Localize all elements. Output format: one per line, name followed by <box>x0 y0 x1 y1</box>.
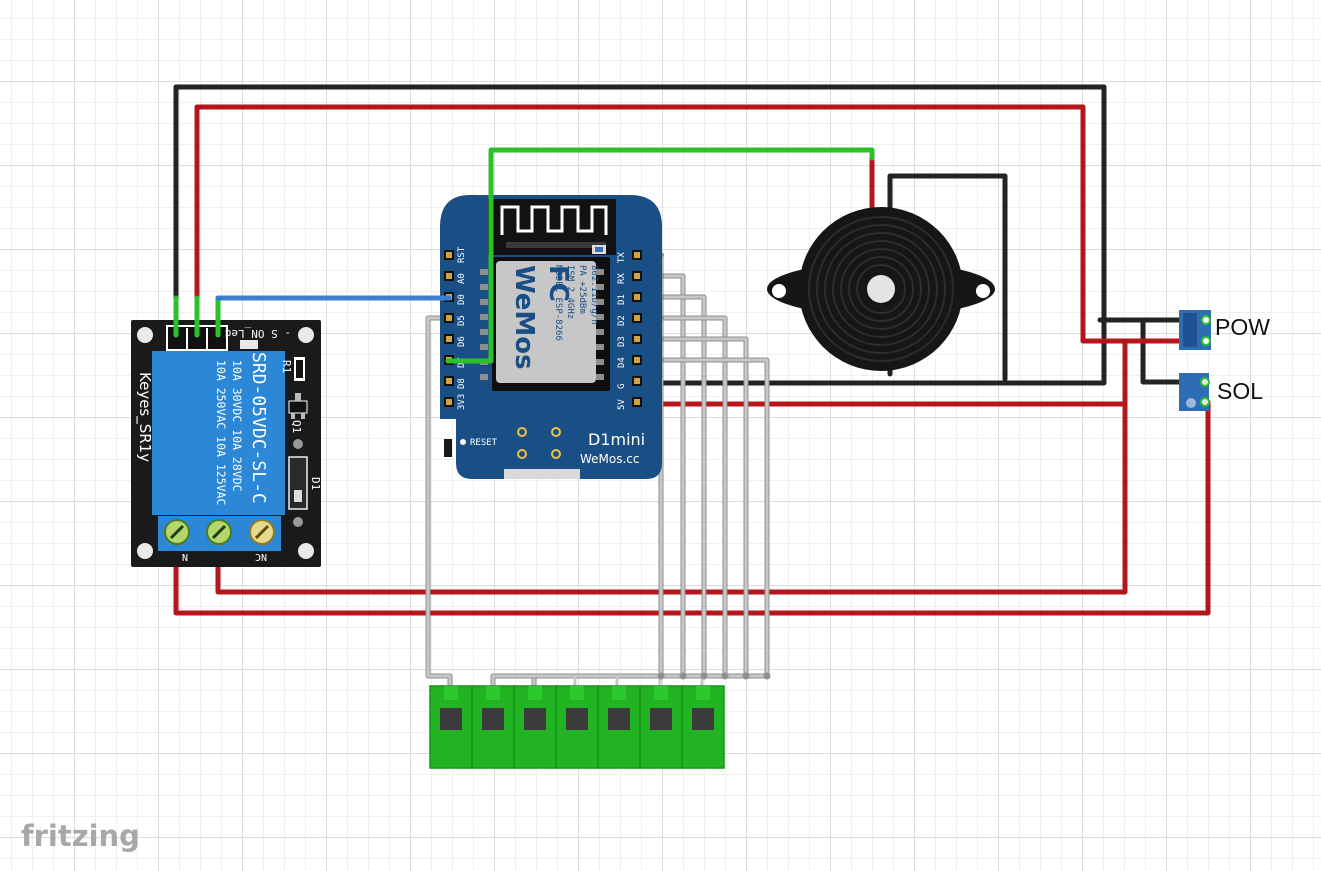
terminal-screw[interactable] <box>524 708 546 730</box>
r1-label: R1 <box>280 360 293 373</box>
pin-label: D5 <box>457 315 467 326</box>
wemos-d1-mini[interactable]: WeMos FC MODEL ESP-8266 ISM 2.4GHz PA +2… <box>440 195 662 479</box>
d1-diode <box>288 456 308 510</box>
pin-label: 5V <box>617 399 627 410</box>
relay-model: SRD-05VDC-SL-C <box>248 352 269 504</box>
pin-label: D4 <box>617 357 627 368</box>
terminal-nc-label: NC <box>255 551 267 562</box>
fritzing-logo: fritzing <box>21 819 140 853</box>
pin-g[interactable]: G <box>617 376 642 389</box>
red-wire-relay-com[interactable] <box>215 338 1128 595</box>
pin-a0[interactable]: A0 <box>444 271 467 284</box>
buzzer[interactable] <box>767 207 995 371</box>
antenna-trace <box>500 205 608 235</box>
sol-label: SOL <box>1217 378 1263 404</box>
board-title: D1mini <box>588 430 645 449</box>
esp-shield <box>496 261 596 383</box>
pin-3v3[interactable]: 3V3 <box>444 394 467 410</box>
pin-rst[interactable]: RST <box>444 246 467 263</box>
pin-label: RX <box>617 273 627 284</box>
terminal-screw[interactable] <box>566 708 588 730</box>
pin-label: 3V3 <box>457 394 467 410</box>
terminal-no-label: N <box>182 551 188 562</box>
pin-tx[interactable]: TX <box>617 250 642 263</box>
mount-hole <box>298 327 314 343</box>
usb-port <box>504 469 580 479</box>
pin-rx[interactable]: RX <box>617 271 642 284</box>
module-brand: WeMos <box>509 265 539 370</box>
relay-led <box>240 340 258 349</box>
signal-wires <box>215 147 875 364</box>
buzzer-center <box>867 275 895 303</box>
pin-5v[interactable]: 5V <box>617 397 642 410</box>
terminal-screw[interactable] <box>692 708 714 730</box>
fcc-logo: FC <box>543 265 573 302</box>
terminal-block[interactable] <box>429 685 725 769</box>
gray-wire-d5-core <box>426 316 452 700</box>
pin-d6[interactable]: D6 <box>444 334 467 347</box>
pin-d3[interactable]: D3 <box>617 334 642 347</box>
terminal-screw[interactable] <box>650 708 672 730</box>
q1-label: Q1 <box>290 420 303 433</box>
module-line-1: MODEL ESP-8266 <box>553 265 563 341</box>
pin-label: D2 <box>617 315 627 326</box>
board-url: WeMos.cc <box>580 452 640 466</box>
pow-connector[interactable]: POW <box>1179 310 1270 350</box>
relay-rating-2: 10A 30VDC 10A 28VDC <box>230 360 244 492</box>
pin-label: TX <box>617 252 627 263</box>
module-line-2: ISM 2.4GHz <box>565 265 575 319</box>
mount-hole <box>137 327 153 343</box>
relay-body <box>152 351 285 515</box>
pin-label: A0 <box>457 273 467 284</box>
mount-hole <box>137 543 153 559</box>
red-wire-relay-no[interactable] <box>173 399 1211 616</box>
pin-d5[interactable]: D5 <box>444 313 467 326</box>
relay-module[interactable]: - S ON_Led Keyes_SR1y SRD-05VDC-SL-C 10A… <box>131 320 322 567</box>
black-wire-ground-loop[interactable] <box>173 84 1107 386</box>
d1-label: D1 <box>309 477 322 490</box>
relay-name: Keyes_SR1y <box>135 372 154 462</box>
relay-header-wires <box>173 295 221 338</box>
terminal-screw[interactable] <box>608 708 630 730</box>
pin-label: G <box>617 384 627 389</box>
pin-label: D3 <box>617 336 627 347</box>
module-line-4: 802.11b/g/n <box>589 265 599 325</box>
green-wire-buzzer-signal[interactable] <box>445 147 875 364</box>
module-line-3: PA +25dBm <box>577 265 587 314</box>
gray-wire-4-core <box>637 316 727 676</box>
pin-label: D6 <box>457 336 467 347</box>
mount-hole <box>298 543 314 559</box>
pin-label: D0 <box>457 294 467 305</box>
terminal-screw[interactable] <box>482 708 504 730</box>
gray-wire-5-core <box>637 337 748 676</box>
pin-d2[interactable]: D2 <box>617 313 642 326</box>
pin-label: D8 <box>457 378 467 389</box>
gray-wire-6-core <box>637 358 769 676</box>
pin-label: RST <box>457 246 467 263</box>
pow-label: POW <box>1215 314 1270 340</box>
pin-d4[interactable]: D4 <box>617 355 642 368</box>
sol-connector[interactable]: SOL <box>1179 373 1263 411</box>
pin-d1[interactable]: D1 <box>617 292 642 305</box>
reset-label: RESET <box>470 438 498 448</box>
terminal-screw[interactable] <box>440 708 462 730</box>
pin-label: D1 <box>617 294 627 305</box>
relay-rating-1: 10A 250VAC 10A 125VAC <box>214 360 228 505</box>
relay-header-labels: - S ON_Led <box>225 327 291 340</box>
pin-d8[interactable]: D8 <box>444 376 467 389</box>
reset-button[interactable] <box>444 439 452 457</box>
